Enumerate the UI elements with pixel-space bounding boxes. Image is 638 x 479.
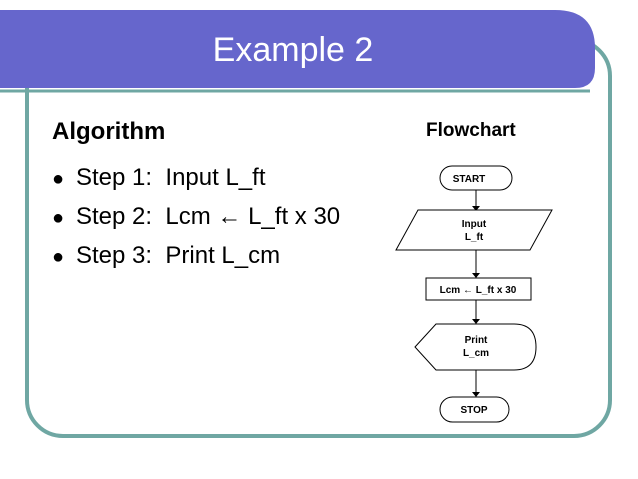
arrowhead-print — [472, 319, 480, 324]
node-start-label: START — [453, 174, 486, 185]
arrowhead-process — [472, 273, 480, 278]
bullet-icon: ● — [52, 246, 65, 268]
step-3-prefix: Step 3: — [76, 242, 153, 269]
step-2-text: Lcm ← L_ft x 30 — [165, 203, 341, 230]
node-start — [439, 165, 513, 191]
bullet-icon: ● — [52, 168, 65, 190]
step-3-text: Print L_cm — [165, 242, 281, 269]
step-2-prefix: Step 2: — [76, 203, 153, 230]
bullet-icon: ● — [52, 207, 65, 229]
algorithm-heading: Algorithm — [52, 118, 166, 145]
step-1-prefix: Step 1: — [76, 164, 153, 191]
node-print — [414, 323, 537, 371]
node-input-label-1: Input — [462, 219, 487, 230]
node-process-label: Lcm ← L_ft x 30 — [440, 285, 517, 296]
algorithm-step-1: ● Step 1: Input L_ft — [52, 164, 265, 192]
arrowhead-stop — [472, 392, 480, 397]
node-stop — [439, 396, 510, 423]
node-input — [395, 209, 553, 251]
step-1-text: Input L_ft — [165, 164, 266, 191]
node-process — [425, 277, 532, 301]
node-print-label-1: Print — [465, 335, 488, 346]
node-input-label-2: L_ft — [465, 232, 484, 243]
flowchart: START Input L_ft Lcm ← L_ft x 30 Print L… — [395, 165, 553, 423]
title-banner — [0, 10, 595, 88]
node-stop-label: STOP — [460, 405, 487, 416]
algorithm-step-3: ● Step 3: Print L_cm — [52, 242, 280, 270]
algorithm-step-2: ● Step 2: Lcm ← L_ft x 30 — [52, 203, 340, 231]
slide-title: Example 2 — [0, 30, 638, 70]
node-print-label-2: L_cm — [463, 348, 489, 359]
slide-title-text: Example 2 — [212, 31, 374, 69]
arrowhead-input — [472, 206, 480, 211]
flowchart-heading: Flowchart — [426, 120, 516, 141]
